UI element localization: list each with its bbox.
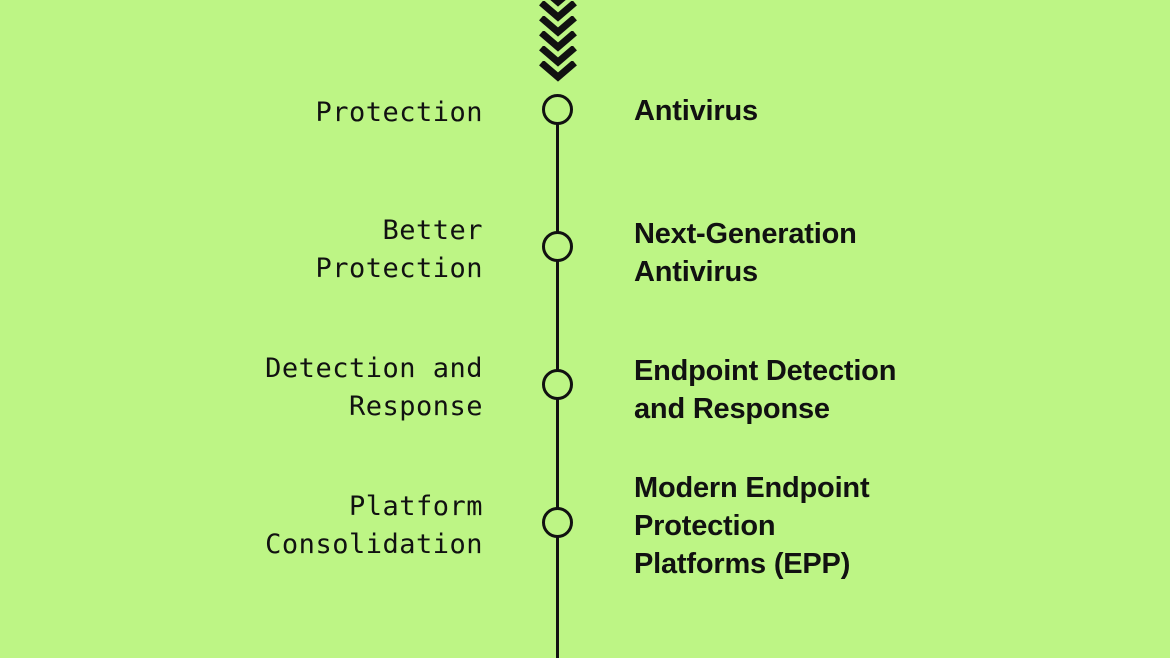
stage-label-detection-and-response: Detection and Response: [265, 353, 483, 422]
chevron-down-icon: [533, 31, 583, 53]
chevron-down-icon: [533, 1, 583, 23]
chevron-down-icon: [533, 46, 583, 68]
chevron-down-icon: [533, 16, 583, 38]
chevron-down-icon: [533, 0, 583, 8]
technology-label-protection: Antivirus: [634, 95, 758, 127]
stage-label-protection: Protection: [315, 97, 483, 128]
stage-label-better-protection: Better Protection: [315, 215, 483, 284]
timeline-node-marker-detection-and-response: [542, 369, 573, 400]
timeline-node-marker-platform-consolidation: [542, 507, 573, 538]
technology-label-better-protection: Next-Generation Antivirus: [634, 218, 857, 288]
technology-label-detection-and-response: Endpoint Detection and Response: [634, 355, 897, 425]
technology-label-platform-consolidation: Modern Endpoint Protection Platforms (EP…: [634, 472, 870, 580]
timeline-node-marker-protection: [542, 94, 573, 125]
stage-label-platform-consolidation: Platform Consolidation: [265, 491, 483, 560]
chevron-down-stack: [533, 0, 583, 86]
timeline-node-marker-better-protection: [542, 231, 573, 262]
chevron-down-icon: [533, 61, 583, 83]
